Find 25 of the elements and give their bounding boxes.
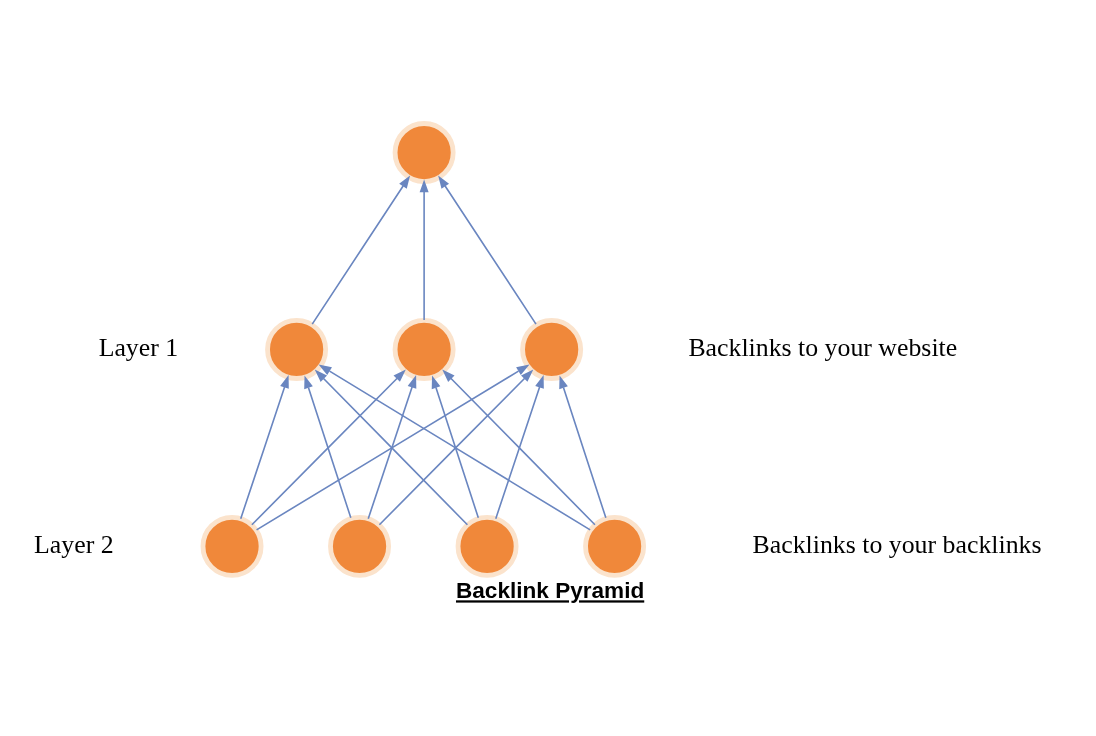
arrow: [304, 375, 352, 519]
node-circle: [392, 121, 456, 184]
arrow: [419, 179, 429, 321]
arrow: [318, 364, 591, 531]
node-circle: [328, 514, 392, 578]
label: Backlinks to your website: [688, 332, 958, 362]
arrow: [438, 175, 537, 325]
caption: Backlink Pyramid: [455, 578, 645, 604]
arrow: [559, 375, 607, 519]
arrow: [378, 369, 534, 526]
arrow: [239, 375, 289, 520]
arrow: [494, 375, 544, 520]
arrow: [255, 364, 530, 531]
label: Layer 1: [98, 332, 179, 362]
node-circle: [583, 514, 647, 578]
arrow: [367, 375, 417, 520]
arrow: [251, 369, 406, 526]
arrow: [314, 369, 469, 526]
arrow: [311, 175, 411, 325]
arrow: [442, 369, 596, 526]
node-circle: [200, 514, 264, 578]
label: Layer 2: [34, 529, 114, 559]
label: Backlinks to your backlinks: [752, 529, 1042, 559]
arrow: [431, 375, 480, 519]
node-circle: [455, 514, 519, 578]
